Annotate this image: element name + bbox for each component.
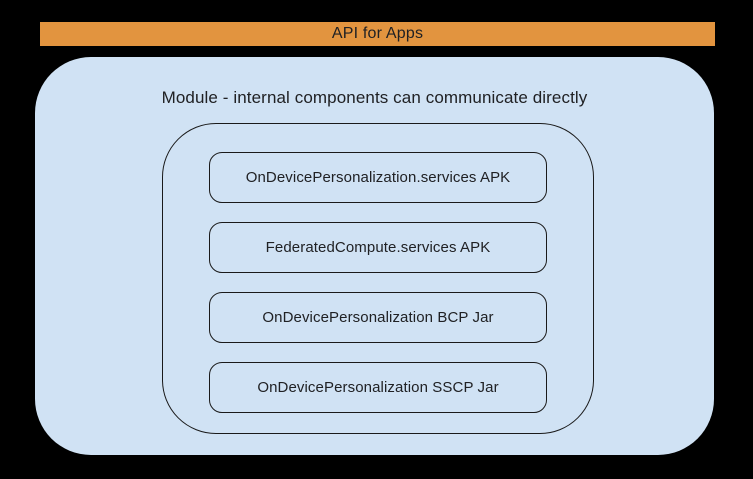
component-label: OnDevicePersonalization.services APK <box>245 169 511 186</box>
module-internal-group: OnDevicePersonalization.services APK Fed… <box>162 123 594 434</box>
api-for-apps-banner: API for Apps <box>40 22 715 46</box>
component-label: OnDevicePersonalization SSCP Jar <box>257 379 499 396</box>
module-title: Module - internal components can communi… <box>161 88 588 107</box>
component-label: OnDevicePersonalization BCP Jar <box>262 309 494 326</box>
api-for-apps-label: API for Apps <box>331 25 424 42</box>
module-container: Module - internal components can communi… <box>35 57 714 455</box>
component-box-odp-bcp-jar: OnDevicePersonalization BCP Jar <box>209 292 547 343</box>
component-box-odp-sscp-jar: OnDevicePersonalization SSCP Jar <box>209 362 547 413</box>
component-box-odp-services-apk: OnDevicePersonalization.services APK <box>209 152 547 203</box>
component-label: FederatedCompute.services APK <box>265 239 491 256</box>
component-box-federatedcompute-services-apk: FederatedCompute.services APK <box>209 222 547 273</box>
